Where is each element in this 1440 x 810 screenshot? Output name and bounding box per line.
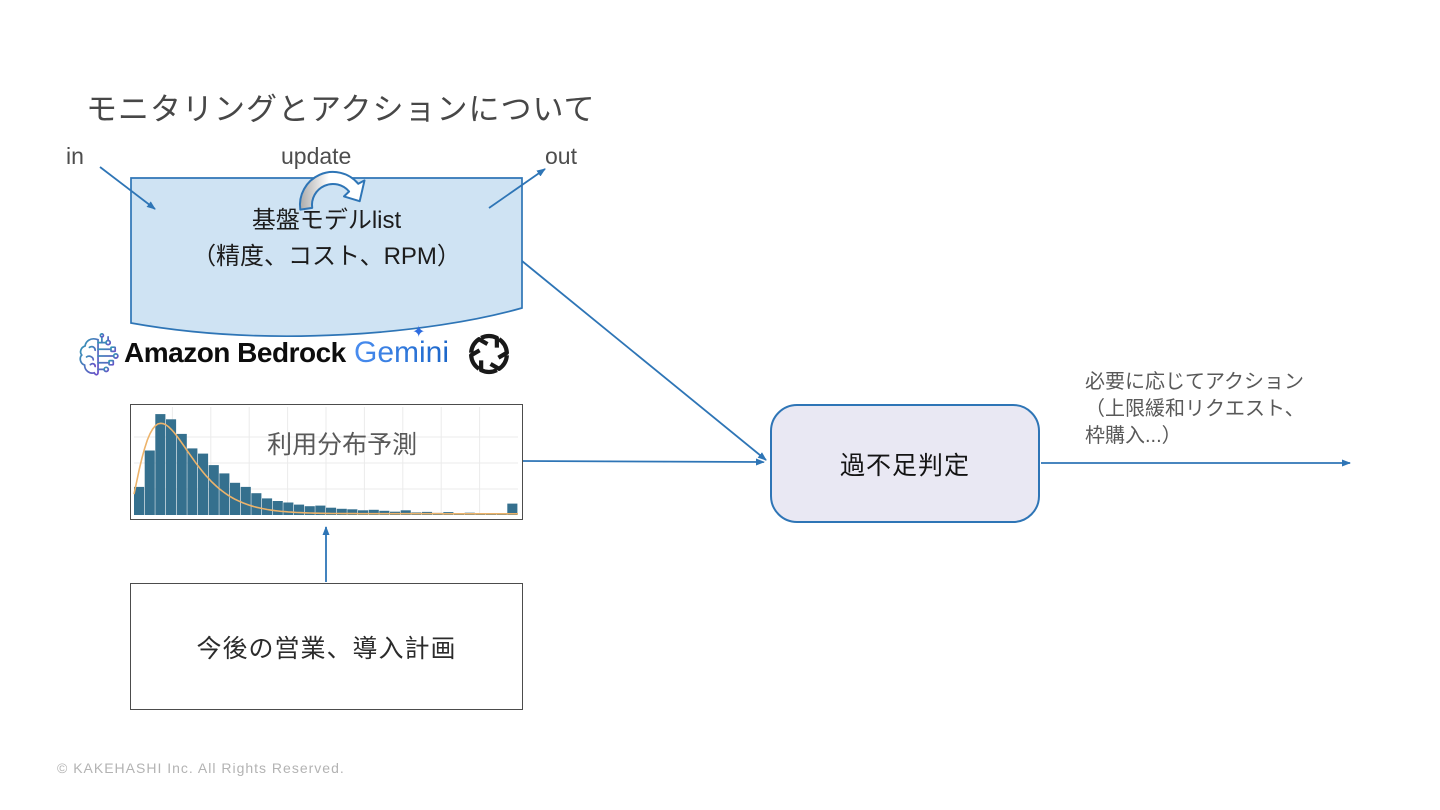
- plan-box: 今後の営業、導入計画: [130, 583, 523, 710]
- plan-box-label: 今後の営業、導入計画: [196, 634, 457, 663]
- update-arc-icon: [298, 170, 366, 211]
- judge-box: 過不足判定: [770, 404, 1040, 523]
- usage-histogram-panel: 利用分布予測: [130, 404, 523, 520]
- amazon-bedrock-brain-icon: [79, 332, 119, 376]
- action-note-line3: 枠購入...）: [1085, 425, 1182, 447]
- amazon-bedrock-wordmark: Amazon Bedrock: [124, 337, 346, 368]
- model-list-line2: （精度、コスト、RPM）: [192, 243, 461, 270]
- document-shape-icon: [130, 177, 523, 337]
- copyright-footer: © KAKEHASHI Inc. All Rights Reserved.: [57, 760, 345, 776]
- action-note-line2: （上限緩和リクエスト、: [1085, 398, 1305, 420]
- model-list-line1: 基盤モデルlist: [251, 207, 402, 234]
- arrow-histogram-to-judge: [522, 458, 765, 466]
- page-title: モニタリングとアクションについて: [86, 92, 596, 127]
- model-list-shape: 基盤モデルlist （精度、コスト、RPM）: [130, 177, 523, 342]
- action-note-line1: 必要に応じてアクション: [1085, 371, 1304, 393]
- arrow-modellist-to-judge: [521, 260, 767, 461]
- judge-box-label: 過不足判定: [839, 451, 970, 480]
- gemini-sparkle-icon: ✦: [412, 324, 426, 341]
- action-note: 必要に応じてアクション （上限緩和リクエスト、 枠購入...）: [1085, 369, 1305, 450]
- label-out: out: [545, 143, 577, 169]
- histogram-label: 利用分布予測: [267, 431, 418, 459]
- label-update: update: [281, 143, 352, 169]
- provider-logos: Amazon Bedrock Gemini ✦: [74, 324, 534, 382]
- usage-histogram-chart: [133, 407, 518, 515]
- gemini-wordmark: Gemini: [354, 336, 450, 369]
- label-in: in: [66, 143, 84, 169]
- model-list-text: 基盤モデルlist （精度、コスト、RPM）: [130, 203, 523, 275]
- openai-logo-icon: [466, 334, 512, 377]
